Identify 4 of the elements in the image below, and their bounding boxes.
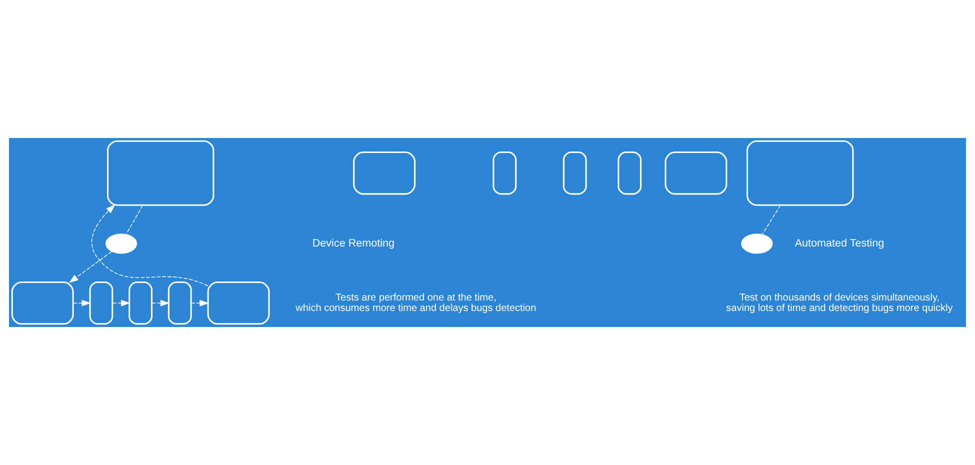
label: Test on thousands of devices simultaneously, saving lots of time and detecting bugs more quickly — [726, 292, 953, 314]
label: Device Remoting — [312, 238, 395, 250]
label: Tests are performed one at the time, which consumes more time and delays bugs detection — [296, 292, 536, 314]
label: Automated Testing — [794, 238, 884, 250]
